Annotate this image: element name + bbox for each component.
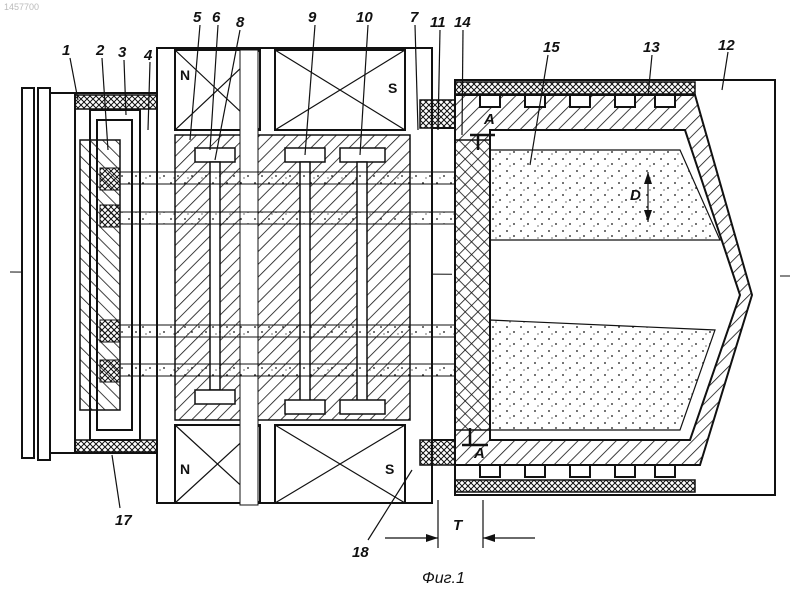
label-15: 15 — [543, 39, 560, 56]
dimension-t-label: T — [453, 517, 464, 534]
label-5: 5 — [193, 9, 202, 26]
label-4: 4 — [143, 47, 153, 64]
label-2: 2 — [95, 42, 105, 59]
label-10: 10 — [356, 9, 373, 26]
pole-south-bottom: S — [385, 461, 394, 477]
label-12: 12 — [718, 37, 735, 54]
section-a-bottom: A — [473, 445, 485, 462]
label-6: 6 — [212, 9, 221, 26]
label-14: 14 — [454, 14, 471, 31]
label-7: 7 — [410, 9, 419, 26]
label-11: 11 — [430, 14, 446, 31]
pole-south-top: S — [388, 80, 397, 96]
label-17: 17 — [115, 512, 132, 529]
nozzle-body — [455, 80, 775, 495]
label-3: 3 — [118, 44, 127, 61]
label-9: 9 — [308, 9, 317, 26]
flange-left — [22, 88, 75, 460]
label-13: 13 — [643, 39, 660, 56]
pole-north-top: N — [180, 67, 190, 83]
figure-caption: Фиг.1 — [422, 570, 465, 587]
pole-north-bottom: N — [180, 461, 190, 477]
watermark: 1457700 — [4, 2, 39, 12]
label-8: 8 — [236, 14, 245, 31]
magnet-assembly — [120, 48, 460, 505]
dimension-d-label: D — [630, 187, 641, 204]
label-1: 1 — [62, 42, 70, 59]
label-18: 18 — [352, 544, 369, 561]
section-a-top: A — [483, 111, 495, 128]
